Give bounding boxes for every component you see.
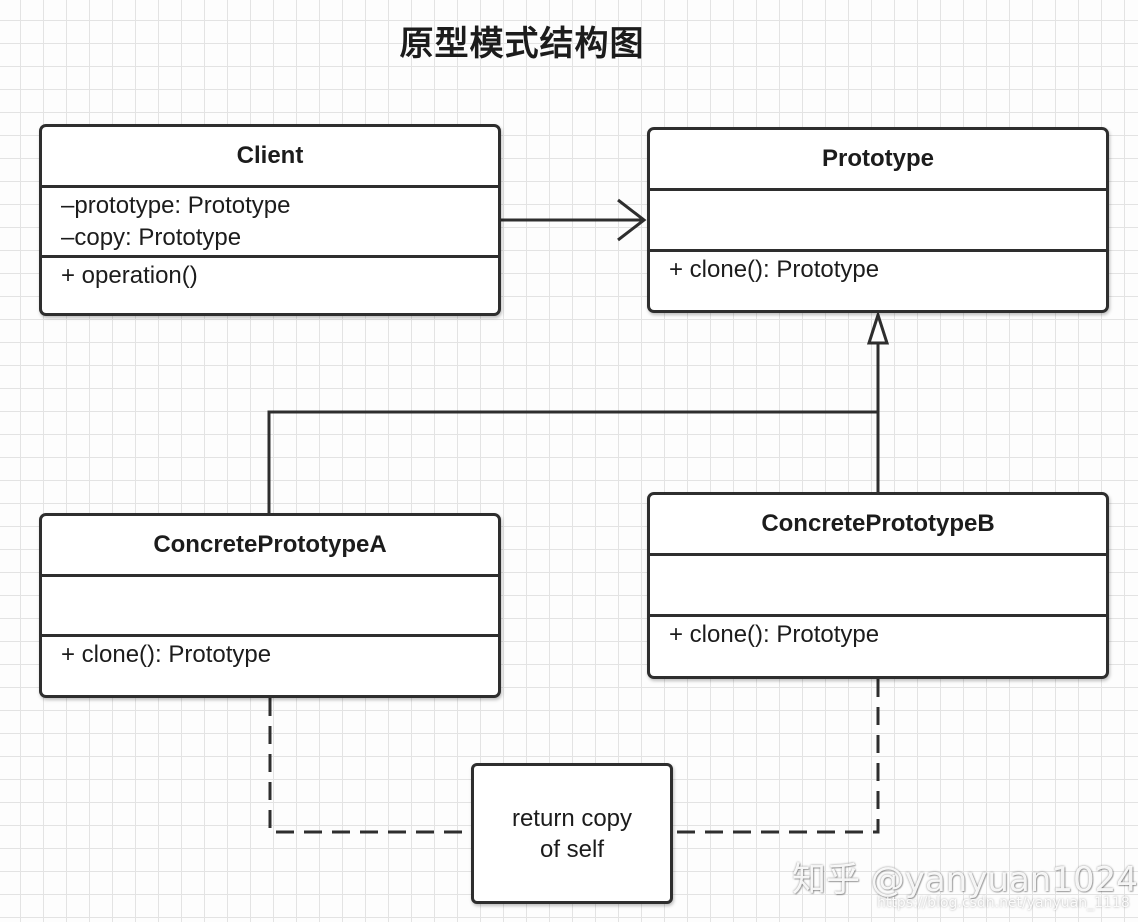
client-attribute: –copy: Prototype [61, 224, 242, 251]
class-concrete-prototype-a[interactable]: ConcretePrototypeA + clone(): Prototype [39, 513, 501, 698]
diagram-title: 原型模式结构图 [399, 24, 645, 64]
class-concrete-a-name: ConcretePrototypeA [42, 516, 498, 577]
note-box[interactable]: return copy of self [471, 763, 673, 904]
client-attribute: –prototype: Prototype [61, 192, 291, 219]
class-concrete-b-name: ConcretePrototypeB [650, 495, 1106, 556]
class-prototype-attributes [650, 191, 1106, 252]
client-method: + operation() [61, 262, 198, 289]
dashed-link-a [268, 698, 471, 834]
concrete-a-method: + clone(): Prototype [61, 641, 272, 668]
dashed-link-b [673, 679, 880, 834]
class-concrete-b-attributes [650, 556, 1106, 617]
class-prototype[interactable]: Prototype + clone(): Prototype [647, 127, 1109, 313]
class-client[interactable]: Client –prototype: Prototype –copy: Prot… [39, 124, 501, 316]
association-arrowhead [617, 198, 647, 242]
class-client-attributes: –prototype: Prototype –copy: Prototype [42, 188, 498, 258]
note-line: of self [539, 835, 605, 863]
watermark-main: 知乎 @yanyuan1024 [792, 860, 1138, 900]
class-prototype-name: Prototype [650, 130, 1106, 191]
class-prototype-methods: + clone(): Prototype [650, 252, 1106, 286]
class-client-name: Client [42, 127, 498, 188]
class-concrete-a-methods: + clone(): Prototype [42, 637, 498, 671]
generalization-arrowhead [866, 310, 890, 345]
class-concrete-b-methods: + clone(): Prototype [650, 617, 1106, 651]
prototype-method: + clone(): Prototype [669, 256, 880, 283]
concrete-b-method: + clone(): Prototype [669, 621, 880, 648]
generalization-line-a [267, 410, 878, 514]
note-line: return copy [511, 804, 633, 832]
class-concrete-a-attributes [42, 577, 498, 637]
class-concrete-prototype-b[interactable]: ConcretePrototypeB + clone(): Prototype [647, 492, 1109, 679]
watermark-url: https://blog.csdn.net/yanyuan_1118 [877, 895, 1130, 911]
class-client-methods: + operation() [42, 258, 498, 292]
